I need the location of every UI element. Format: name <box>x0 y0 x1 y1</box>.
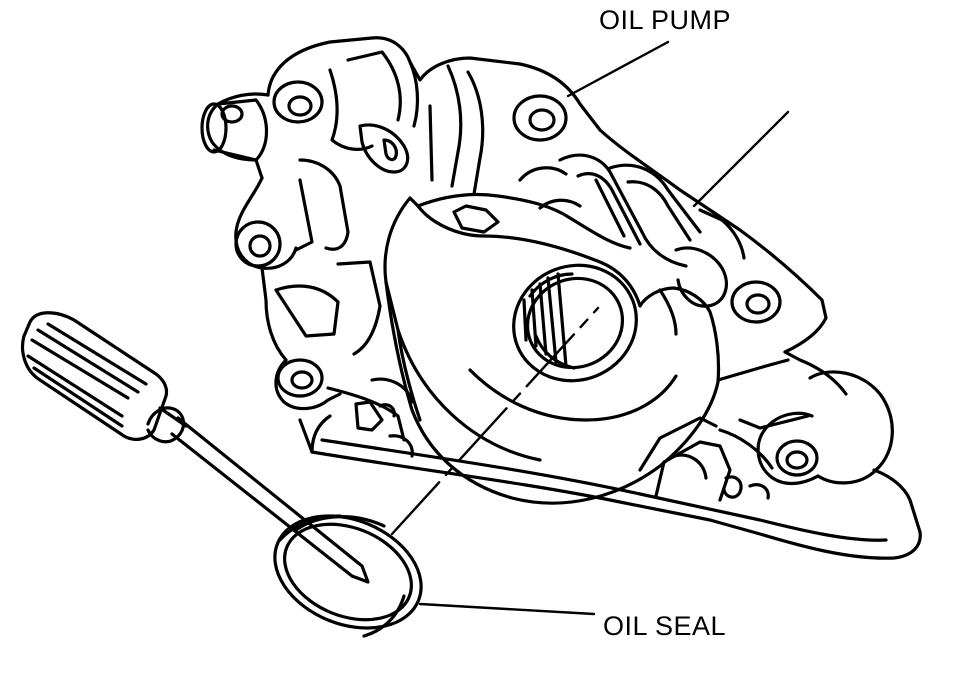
oil-pump-label: OIL PUMP <box>599 5 732 35</box>
oil-pump-housing <box>200 36 922 560</box>
front-cover-leader <box>692 110 790 208</box>
oil-seal-label: OIL SEAL <box>603 611 727 641</box>
oil-seal <box>273 514 423 638</box>
leader-lines <box>390 40 790 616</box>
oil-seal-leader <box>418 602 596 616</box>
alignment-centerline <box>390 306 600 536</box>
oil-pump-front-cover <box>383 192 721 505</box>
oil-pump-leader <box>566 40 670 98</box>
screwdriver <box>20 311 370 584</box>
